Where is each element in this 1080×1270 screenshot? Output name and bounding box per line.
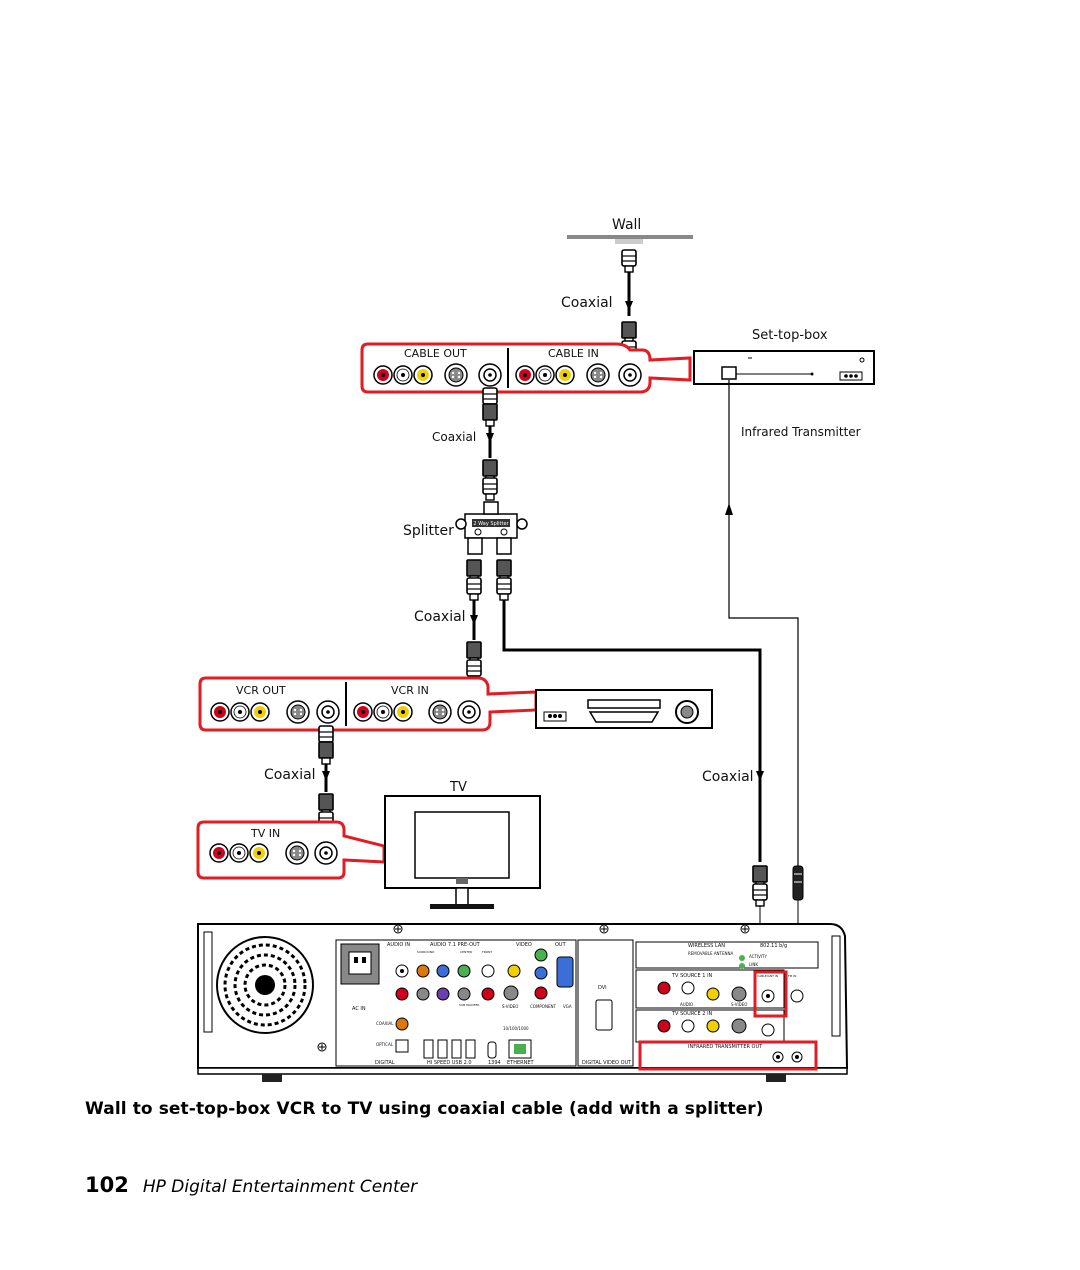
rear-out: OUT <box>555 942 566 948</box>
coaxial-label-4: Coaxial <box>264 767 316 783</box>
coaxial-cable-to-pc <box>496 559 768 960</box>
rear-video: VIDEO <box>516 942 532 948</box>
rear-dvi: DVI <box>598 985 607 991</box>
cable-in-label: CABLE IN <box>548 347 599 360</box>
wall-outlet <box>567 235 693 244</box>
book-title: HP Digital Entertainment Center <box>142 1177 418 1197</box>
tv-in-panel <box>196 820 386 880</box>
vcr-in-label: VCR IN <box>391 684 429 697</box>
splitter: 2 Way Splitter <box>455 501 528 555</box>
rear-sub-woofer: SUB WOOFER <box>459 1003 480 1007</box>
rear-audio-pre-out: AUDIO 7.1 PRE-OUT <box>430 942 480 948</box>
rear-audio-in: AUDIO IN <box>387 942 411 948</box>
rear-s-video: S-VIDEO <box>502 1004 519 1009</box>
page-footer: 102 HP Digital Entertainment Center <box>85 1173 417 1197</box>
vcr-panel <box>198 676 538 732</box>
set-top-box-label: Set-top-box <box>752 328 828 343</box>
rear-front: FRONT <box>482 950 493 954</box>
coaxial-label-5: Coaxial <box>702 769 754 785</box>
rear-ac-in: AC IN <box>352 1006 366 1012</box>
vcr-device <box>535 689 713 729</box>
pc-rear-panel <box>197 923 849 1082</box>
page-number: 102 <box>85 1173 129 1197</box>
rear-vga: VGA <box>563 1004 572 1009</box>
tv <box>384 795 541 909</box>
rear-wireless-lan: WIRELESS LAN <box>688 943 725 949</box>
coaxial-label-1: Coaxial <box>561 295 613 311</box>
tv-label: TV <box>450 780 467 795</box>
rear-cable-ant-in: CABLE/ANT IN <box>757 974 778 978</box>
cable-panel <box>360 342 692 394</box>
rear-infrared-out: INFRARED TRANSMITTER OUT <box>688 1044 763 1050</box>
rear-component: COMPONENT <box>530 1004 556 1009</box>
rear-activity: ACTIVITY <box>749 954 767 959</box>
rear-fm-in: FM IN <box>788 974 797 978</box>
coaxial-cable-to-tv <box>318 725 334 835</box>
set-top-box <box>693 350 875 385</box>
infrared-transmitter-label: Infrared Transmitter <box>741 425 861 439</box>
rear-optical: OPTICAL <box>376 1042 393 1047</box>
rear-tv-source-2: TV SOURCE 2 IN <box>672 1011 713 1017</box>
rear-ethernet-speed: 10/100/1000 <box>503 1026 529 1031</box>
rear-audio: AUDIO <box>680 1002 694 1007</box>
rear-tv-source-1: TV SOURCE 1 IN <box>672 973 713 979</box>
rear-removable-antenna: REMOVABLE ANTENNA <box>688 951 734 956</box>
tv-in-label: TV IN <box>251 827 281 840</box>
coaxial-label-3: Coaxial <box>414 609 466 625</box>
rear-wlan-std: 802.11 b/g <box>760 943 788 949</box>
connection-diagram: 2 Way Splitter <box>196 235 875 1082</box>
splitter-label: Splitter <box>403 523 454 539</box>
figure-caption: Wall to set-top-box VCR to TV using coax… <box>85 1099 764 1119</box>
rear-center: CENTER <box>460 950 473 954</box>
coaxial-cable-wall <box>621 249 637 364</box>
rear-tv1-s-video: S-VIDEO <box>731 1002 748 1007</box>
rear-link: LINK <box>749 962 759 967</box>
vcr-out-label: VCR OUT <box>236 684 286 697</box>
rear-surround: SURROUND <box>417 950 435 954</box>
rear-coaxial: COAXIAL <box>376 1021 394 1026</box>
rear-ethernet: ETHERNET <box>507 1060 534 1066</box>
wall-label: Wall <box>612 217 642 233</box>
cable-out-label: CABLE OUT <box>404 347 467 360</box>
rear-digital: DIGITAL <box>375 1060 395 1066</box>
coaxial-cable-to-splitter <box>482 387 498 501</box>
splitter-body-label: 2 Way Splitter <box>473 521 509 527</box>
rear-1394: 1394 <box>488 1060 501 1066</box>
rear-usb: HI SPEED USB 2.0 <box>427 1060 472 1066</box>
rear-digital-video-out: DIGITAL VIDEO OUT <box>582 1060 632 1066</box>
coaxial-cable-to-vcr <box>466 559 482 683</box>
coaxial-label-2: Coaxial <box>432 430 477 444</box>
